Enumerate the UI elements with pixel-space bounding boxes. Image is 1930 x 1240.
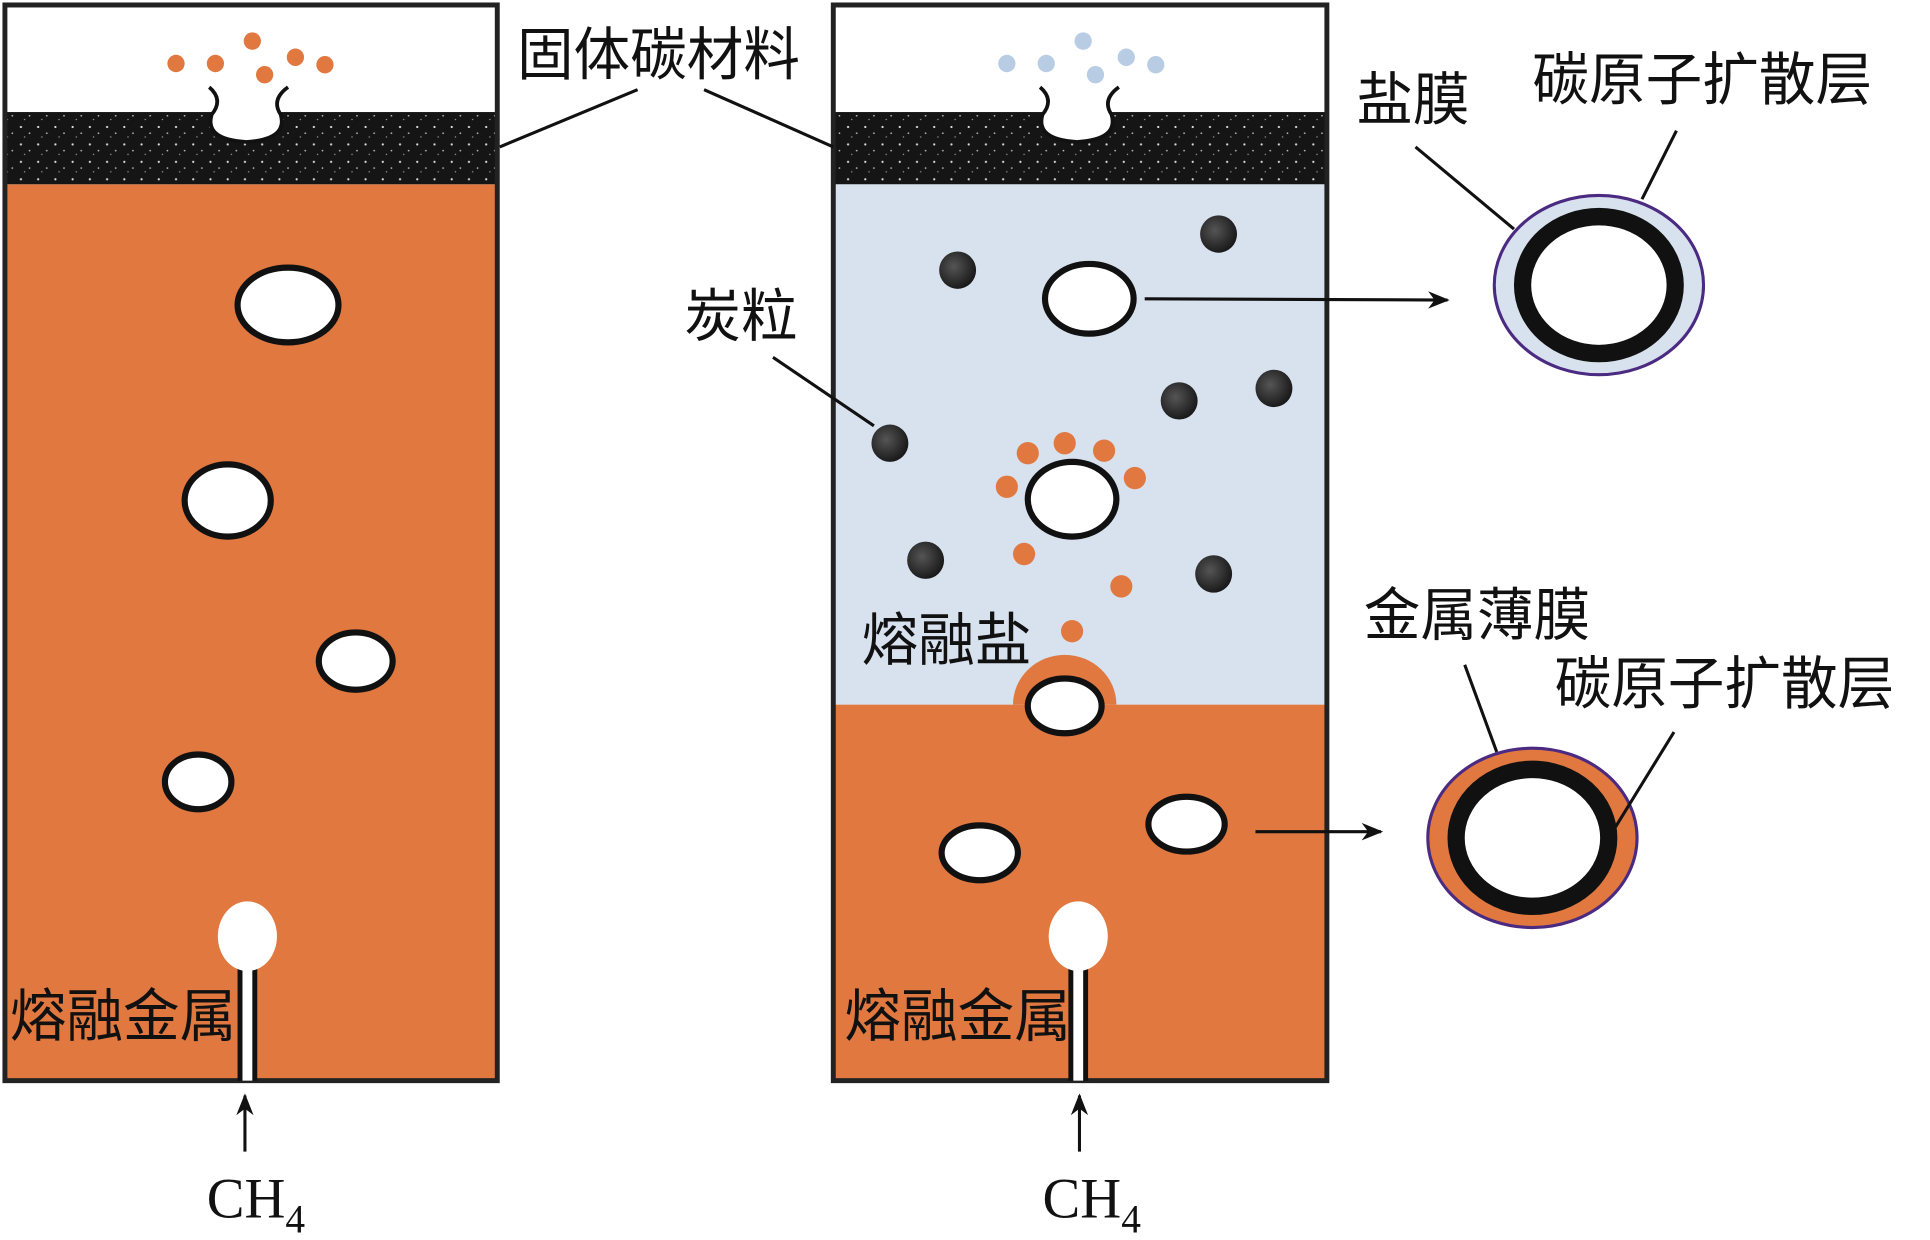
label-gas-right: CH4 [1043,1167,1142,1240]
label-solid-carbon: 固体碳材料 [517,22,800,88]
leader-lines [236,88,1678,1152]
label-molten-metal-right: 熔融金属 [844,984,1070,1050]
product-dots-right [998,32,1165,84]
label-carbon-diffusion-1: 碳原子扩散层 [1532,47,1872,113]
label-metal-film: 金属薄膜 [1364,583,1590,649]
bubbles-right [938,260,1228,884]
metal-droplets [995,432,1146,643]
label-molten-metal-left: 熔融金属 [10,984,236,1050]
inlet-bubble-right [1048,901,1108,972]
metal-film-bubble-detail [1426,746,1639,930]
product-dots-left [167,32,334,84]
label-molten-salt: 熔融盐 [862,608,1032,674]
salt-film-bubble-detail [1492,193,1706,377]
left-reactor [2,2,500,1084]
carbon-particles [871,215,1293,593]
label-gas-left: CH4 [207,1167,306,1240]
arrow-to-salt-detail [1144,291,1450,309]
bubbles-left [161,264,396,813]
label-salt-film: 盐膜 [1356,67,1469,133]
gas-escape-left [208,85,290,144]
right-reactor [830,2,1330,1084]
label-carbon-diffusion-2: 碳原子扩散层 [1555,651,1895,717]
label-carbon-particles: 炭粒 [684,284,797,350]
inlet-bubble-left [217,901,277,972]
gas-escape-right [1038,85,1120,144]
